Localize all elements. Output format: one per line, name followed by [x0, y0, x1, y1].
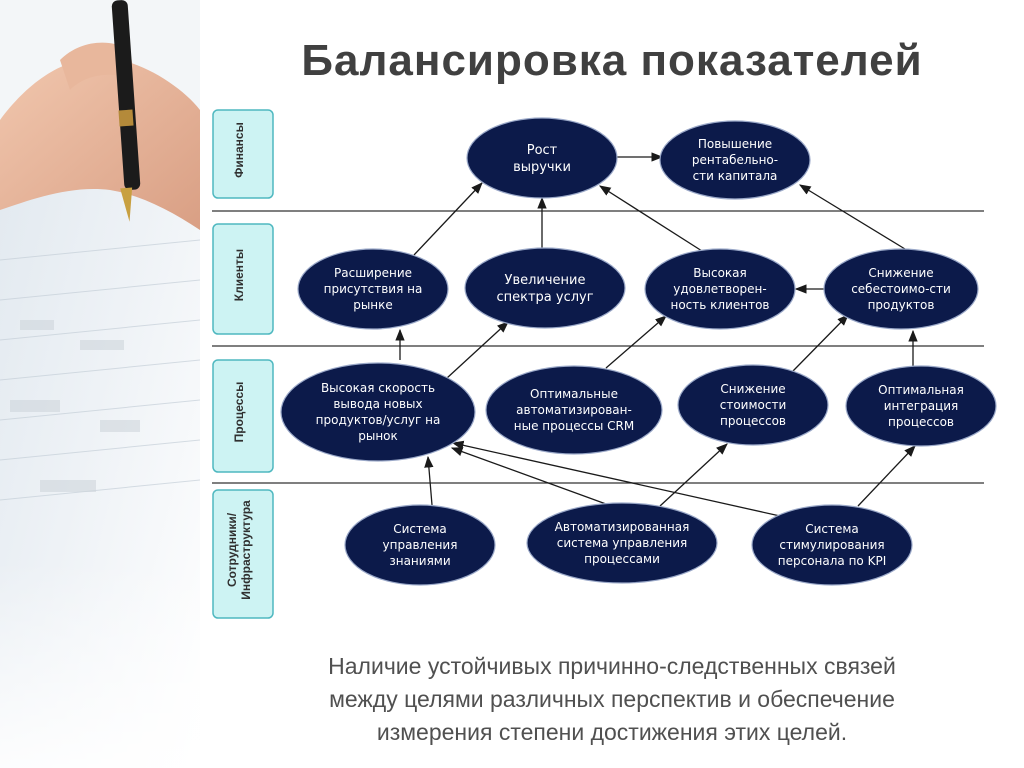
node-label: вывода новых — [333, 397, 422, 411]
node-ellipse — [344, 504, 496, 586]
caption-line: между целями различных перспектив и обес… — [329, 686, 895, 712]
node-label: интеграция — [884, 399, 958, 413]
node-label: персонала по KPI — [778, 554, 886, 568]
node-label: продуктов/услуг на — [316, 413, 441, 427]
node-label: система управления — [557, 536, 688, 550]
node-ellipse — [823, 248, 979, 330]
caption-line: Наличие устойчивых причинно-следственных… — [328, 653, 896, 679]
arrow-bpm-to-proccost — [659, 443, 728, 507]
node-costdown: Снижение себестоимо-сти продуктов — [823, 248, 979, 330]
arrow-speed-to-range — [446, 321, 509, 379]
node-label: ные процессы CRM — [514, 419, 634, 433]
arrow-crm-to-satisfaction — [605, 315, 667, 369]
node-label: продуктов — [868, 298, 935, 312]
lane-box — [212, 359, 274, 473]
lane-box — [212, 489, 274, 619]
arrow-kpi-to-speed — [451, 440, 781, 517]
lane-finance: Финансы — [212, 109, 274, 199]
arrow-costdown-to-roe — [799, 184, 906, 250]
node-label: присутствия на — [324, 282, 423, 296]
arrow-satisfaction-to-revenue — [599, 185, 703, 252]
node-label: удовлетворен- — [673, 282, 766, 296]
arrow-bpm-to-speed — [450, 447, 607, 505]
lane-box — [212, 223, 274, 335]
node-label: Снижение — [868, 266, 933, 280]
node-label: Снижение — [720, 382, 785, 396]
lane-separators — [212, 210, 984, 484]
node-label: спектра услуг — [496, 290, 593, 305]
node-revenue: Рост выручки — [466, 117, 618, 199]
lane-label: Сотрудники/ — [225, 512, 239, 587]
node-crm: Оптимальные автоматизирован-ные процессы … — [485, 365, 663, 455]
node-ellipse — [526, 502, 718, 584]
node-km: Система управления знаниями — [344, 504, 496, 586]
node-speed: Высокая скорость вывода новых продуктов/ус… — [280, 362, 476, 462]
node-label: рынке — [353, 298, 393, 312]
node-label: процессов — [888, 415, 954, 429]
node-label: сти капитала — [693, 169, 778, 183]
node-label: Увеличение — [505, 273, 586, 288]
node-ellipse — [644, 248, 796, 330]
node-ellipse — [751, 504, 913, 586]
node-ellipse — [485, 365, 663, 455]
node-label: автоматизирован- — [516, 403, 632, 417]
hand-with-pen-photo — [0, 0, 200, 768]
node-ellipse — [466, 117, 618, 199]
lane-processes: Процессы — [212, 359, 274, 473]
node-label: выручки — [513, 160, 571, 175]
node-proccost: Снижение стоимости процессов — [677, 364, 829, 446]
arrow-km-to-speed — [424, 455, 434, 506]
lane-clients: Клиенты — [212, 223, 274, 335]
node-presence: Расширение присутствия на рынке — [297, 248, 449, 330]
cause-effect-arrows — [395, 152, 918, 517]
node-label: стоимости — [720, 398, 787, 412]
lane-staff: Сотрудники/Инфраструктура — [212, 489, 274, 619]
node-label: Повышение — [698, 137, 772, 151]
page-title: Балансировка показателей — [301, 36, 923, 85]
node-ellipse — [280, 362, 476, 462]
arrow-presence-to-revenue — [413, 182, 483, 256]
caption: Наличие устойчивых причинно-следственных… — [200, 650, 1024, 749]
node-integration: Оптимальная интеграция процессов — [845, 365, 997, 447]
node-label: процессами — [584, 552, 660, 566]
node-kpi: Система стимулирования персонала по KPI — [751, 504, 913, 586]
arrow-kpi-to-integration — [857, 445, 916, 507]
node-label: Система — [393, 522, 447, 536]
node-label: Высокая скорость — [321, 381, 435, 395]
node-label: Рост — [527, 143, 558, 158]
lane-label: Клиенты — [232, 249, 246, 301]
node-label: Высокая — [693, 266, 746, 280]
node-label: Оптимальная — [878, 383, 964, 397]
arrow-proccost-to-costdown — [792, 314, 849, 372]
node-roe: Повышение рентабельно-сти капитала — [659, 120, 811, 200]
node-label: Система — [805, 522, 859, 536]
node-ellipse — [845, 365, 997, 447]
node-label: стимулирования — [779, 538, 884, 552]
node-label: рентабельно- — [692, 153, 778, 167]
lane-label: Финансы — [232, 122, 246, 178]
node-ellipse — [659, 120, 811, 200]
node-ellipse — [677, 364, 829, 446]
lane-label: Инфраструктура — [239, 500, 253, 600]
node-ellipse — [464, 247, 626, 329]
lane-label: Процессы — [232, 382, 246, 443]
node-label: знаниями — [389, 554, 450, 568]
node-label: управления — [383, 538, 458, 552]
node-label: Оптимальные — [530, 387, 618, 401]
perspective-lanes: ФинансыКлиентыПроцессыСотрудники/Инфраст… — [212, 109, 274, 619]
node-ellipse — [297, 248, 449, 330]
caption-line: измерения степени достижения этих целей. — [376, 719, 848, 745]
node-label: Расширение — [334, 266, 412, 280]
node-label: процессов — [720, 414, 786, 428]
node-label: Автоматизированная — [555, 520, 690, 534]
node-range: Увеличение спектра услуг — [464, 247, 626, 329]
node-label: ность клиентов — [670, 298, 769, 312]
goal-nodes: Рост выручки Повышение рентабельно-сти капи… — [280, 117, 997, 586]
node-satisfaction: Высокая удовлетворен-ность клиентов — [644, 248, 796, 330]
node-bpm: Автоматизированная система управления проц… — [526, 502, 718, 584]
lane-box — [212, 109, 274, 199]
node-label: себестоимо-сти — [851, 282, 951, 296]
node-label: рынок — [358, 429, 398, 443]
